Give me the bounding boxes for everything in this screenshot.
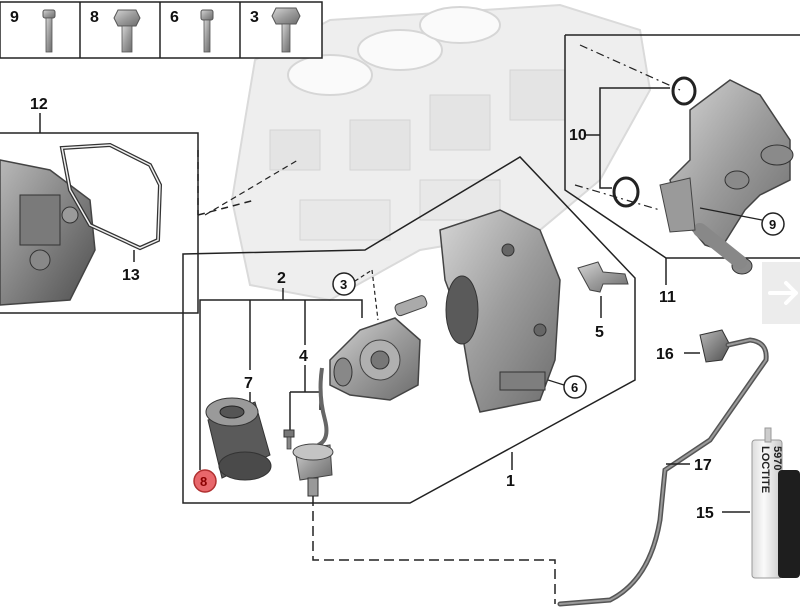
water-pump-group: 1 2 4 7 8 xyxy=(182,156,636,504)
thermostat-group: 11 10 9 xyxy=(564,34,800,306)
bolt-part xyxy=(283,429,295,450)
bolt-icon-3 xyxy=(271,7,301,53)
callout-16: 16 xyxy=(656,346,674,363)
header-part-number-8: 8 xyxy=(90,9,99,26)
header-part-number-6: 6 xyxy=(170,9,179,26)
chevron-right-icon[interactable] xyxy=(768,281,798,305)
callout-4: 4 xyxy=(299,348,308,365)
header-parts-strip: 9 8 6 3 xyxy=(0,1,323,59)
bolt-icon-6 xyxy=(200,9,214,53)
callout-11: 11 xyxy=(659,289,676,306)
callout-3: 3 xyxy=(340,277,347,292)
connection-line xyxy=(312,496,556,604)
bolt-icon-8 xyxy=(113,9,141,53)
engine-block-ghost xyxy=(230,3,652,302)
hose-assembly: 16 17 xyxy=(557,329,769,607)
cooler-assembly-group: 12 13 xyxy=(0,96,256,314)
callout-8-highlight[interactable] xyxy=(193,469,217,493)
vacuum-hose-part xyxy=(557,337,769,607)
callout-9-circle xyxy=(761,212,785,236)
vacuum-unit-part xyxy=(292,367,334,497)
thermostat-housing-part xyxy=(669,79,791,251)
header-part-number-9: 9 xyxy=(10,9,19,26)
next-arrow-button[interactable] xyxy=(762,262,800,324)
sealant-tube-part: LOCTITE 5970 15 xyxy=(696,427,800,579)
pulley-part xyxy=(205,397,272,481)
bolt-icon-9 xyxy=(42,9,56,53)
sealant-product-label: 5970 xyxy=(771,446,783,470)
callout-12: 12 xyxy=(30,96,48,113)
callout-7: 7 xyxy=(244,375,253,392)
callout-1: 1 xyxy=(506,473,515,490)
callout-2: 2 xyxy=(277,270,286,287)
housing-part xyxy=(439,209,561,413)
water-pump-part xyxy=(329,295,428,401)
callout-6: 6 xyxy=(571,380,578,395)
sealant-brand-label: LOCTITE xyxy=(759,446,771,493)
callout-9: 9 xyxy=(769,217,776,232)
o-ring-part-upper xyxy=(671,76,697,106)
callout-17: 17 xyxy=(694,457,712,474)
o-ring-part-lower xyxy=(612,176,640,208)
callout-10: 10 xyxy=(569,127,587,144)
callout-3-circle xyxy=(332,272,356,296)
callout-8[interactable]: 8 xyxy=(200,474,207,489)
header-part-number-3: 3 xyxy=(250,9,259,26)
sensor-part: 5 xyxy=(577,261,629,341)
callout-6-circle xyxy=(563,375,587,399)
callout-15: 15 xyxy=(696,505,714,522)
callout-13: 13 xyxy=(122,267,140,284)
callout-5: 5 xyxy=(595,324,604,341)
